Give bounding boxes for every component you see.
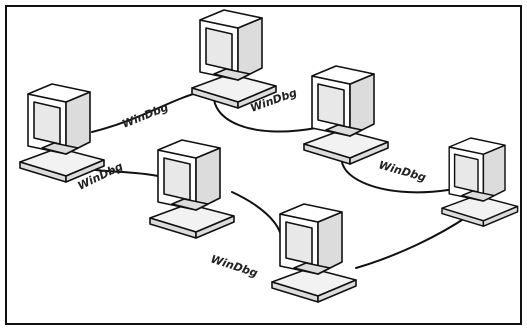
computer-icon: [303, 65, 389, 165]
computer-icon: [271, 203, 357, 303]
computer-icon: [441, 137, 519, 227]
link-labels: WinDbg WinDbg WinDbg WinDbg WinDbg: [76, 86, 428, 280]
diagram-frame: [5, 5, 522, 325]
computer-icon: [191, 9, 277, 109]
link-label: WinDbg: [377, 158, 427, 184]
cable-left-top: [91, 91, 201, 133]
computer-icon: [19, 83, 105, 183]
cable-center-bottom: [231, 191, 283, 241]
cable-bottom-farright: [355, 215, 469, 269]
link-label: WinDbg: [209, 252, 259, 279]
computer-icon: [149, 139, 235, 239]
link-label: WinDbg: [120, 100, 170, 130]
